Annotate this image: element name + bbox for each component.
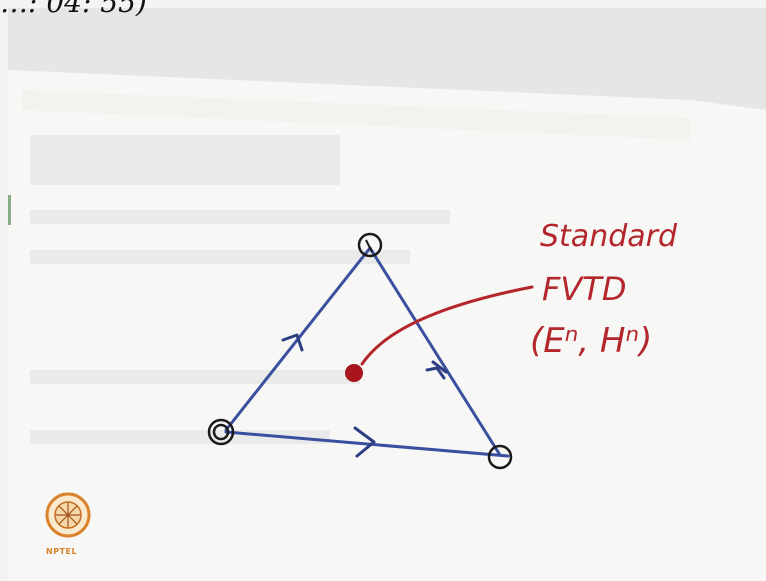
annotation-line-fields: (Eⁿ, Hⁿ) xyxy=(530,321,652,361)
triangle-right-edge xyxy=(368,246,502,457)
right-edge-arrow-head xyxy=(425,366,446,380)
top-vertex-circle xyxy=(357,232,383,258)
left-vertex-circle-outer xyxy=(207,418,235,446)
right-edge-tick xyxy=(431,360,448,374)
green-edge-mark xyxy=(8,195,11,225)
triangle-bottom-edge xyxy=(224,430,510,458)
left-vertex-circle-inner xyxy=(212,423,230,441)
left-edge-arrow xyxy=(281,333,304,352)
annotation-line-fvtd: FVTD xyxy=(542,270,626,308)
right-vertex-circle xyxy=(487,444,513,470)
timestamp-caption: …: 04: 55) xyxy=(0,0,147,19)
annotation-pointer-curve xyxy=(360,285,534,366)
paper-shadow xyxy=(22,90,690,140)
nptel-logo-spokes xyxy=(56,503,80,527)
nptel-logo-text: NPTEL xyxy=(46,547,77,556)
cell-center-dot xyxy=(345,364,363,382)
paper-sheet xyxy=(8,70,766,581)
annotation-line-standard: Standard xyxy=(540,219,678,254)
bottom-edge-arrow xyxy=(353,426,376,458)
nptel-logo: NPTEL xyxy=(45,492,91,556)
top-vertex-mark xyxy=(365,239,373,253)
